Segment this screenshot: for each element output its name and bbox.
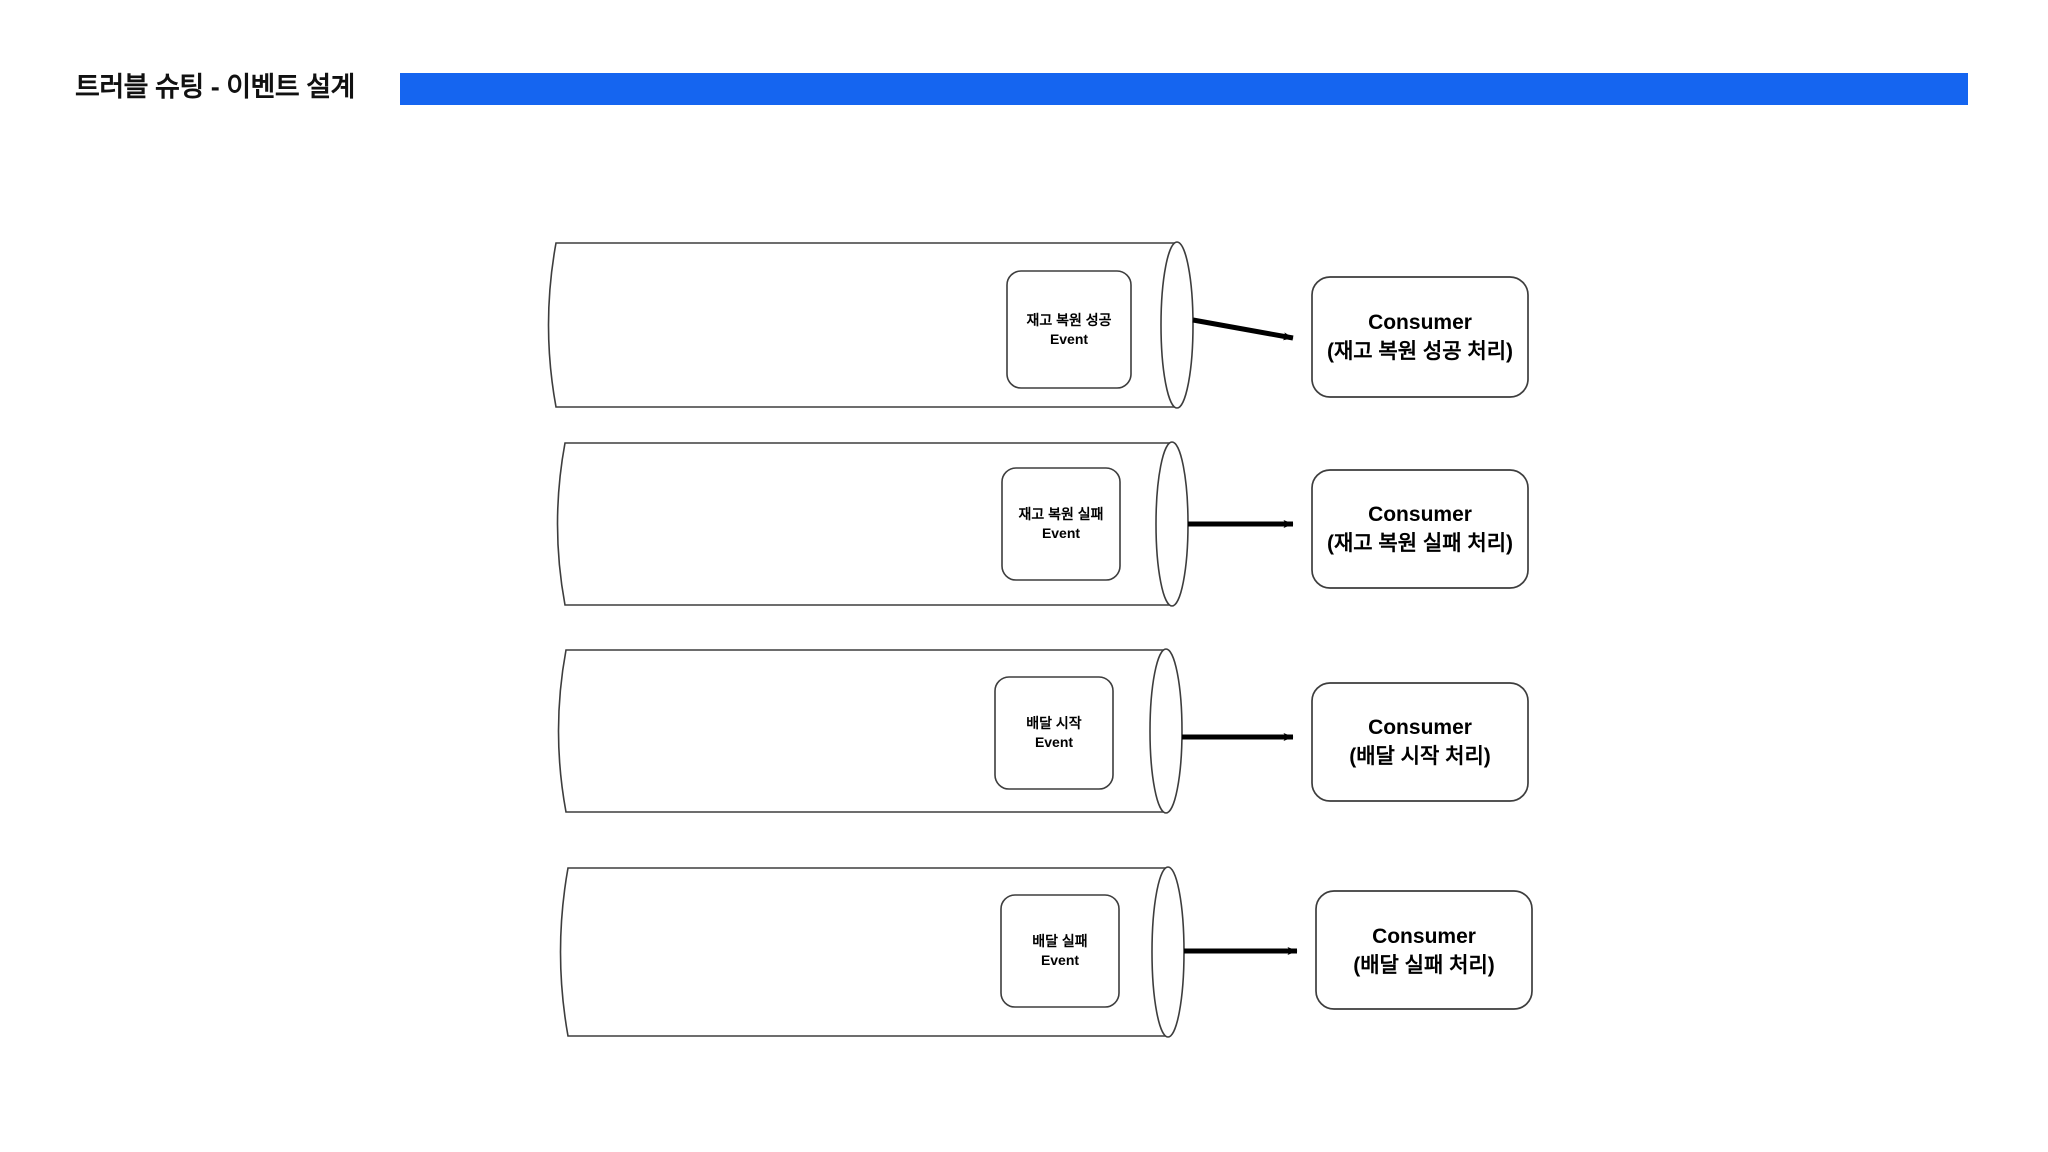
slide-header: 트러블 슈팅 - 이벤트 설계	[0, 0, 2048, 150]
consumer-box-row-1[interactable]	[1311, 276, 1529, 398]
event-box-row-4[interactable]	[1000, 894, 1120, 1008]
consumer-box-row-2[interactable]	[1311, 469, 1529, 589]
consumer-box-row-4[interactable]	[1315, 890, 1533, 1010]
consumer-box-row-3[interactable]	[1311, 682, 1529, 802]
arrow-row-1	[1192, 317, 1294, 341]
title-accent-bar	[400, 73, 1968, 105]
page-title: 트러블 슈팅 - 이벤트 설계	[75, 72, 355, 102]
event-box-row-1[interactable]	[1006, 270, 1132, 389]
event-box-row-3[interactable]	[994, 676, 1114, 790]
event-box-row-2[interactable]	[1001, 467, 1121, 581]
